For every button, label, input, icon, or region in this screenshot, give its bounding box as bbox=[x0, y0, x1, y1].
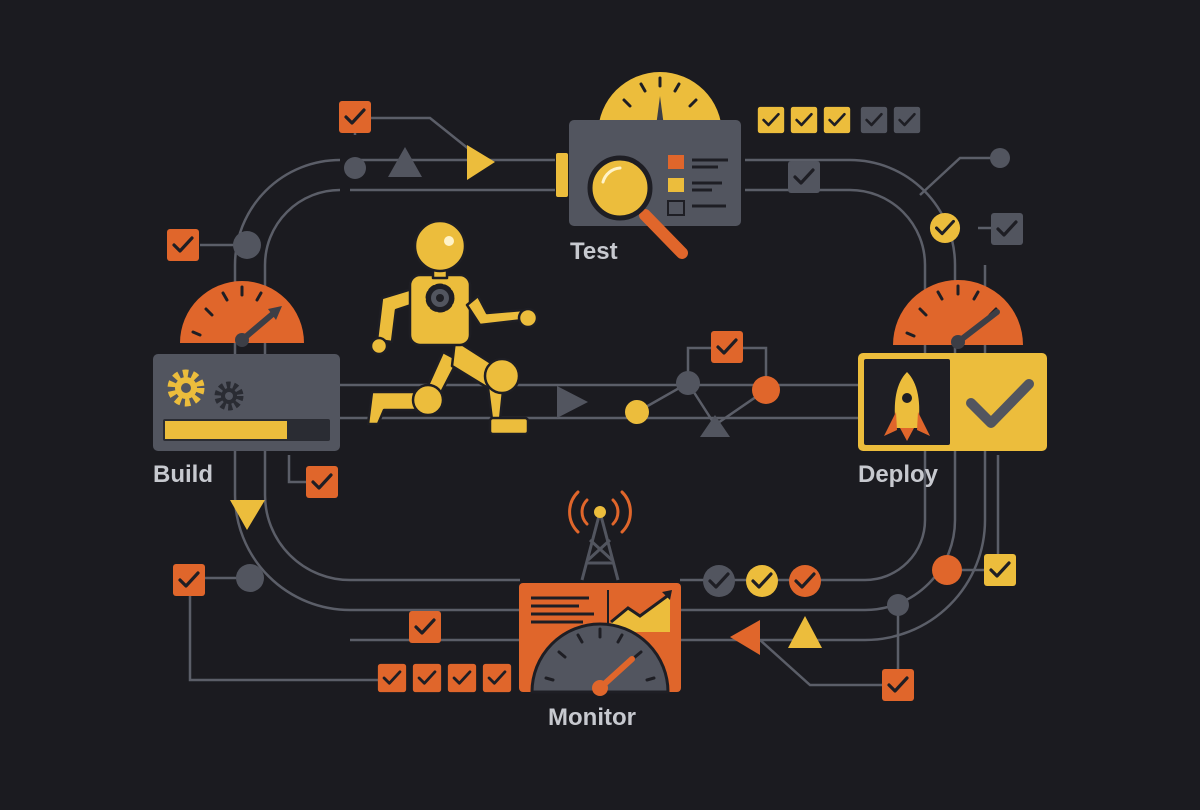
checklist-icon bbox=[667, 155, 728, 216]
deploy-gauge-icon bbox=[893, 280, 1023, 349]
track-node bbox=[233, 231, 261, 259]
build-label: Build bbox=[153, 461, 213, 488]
monitor-label: Monitor bbox=[548, 704, 636, 731]
deploy-stage: Deploy bbox=[858, 280, 1047, 488]
test-label: Test bbox=[570, 238, 618, 265]
check-box-icon bbox=[860, 106, 888, 134]
arrow-down-icon bbox=[700, 415, 730, 437]
arrow-right-icon bbox=[557, 386, 588, 418]
deploy-label: Deploy bbox=[858, 461, 939, 488]
check-circle-icon bbox=[929, 212, 961, 244]
check-box-icon bbox=[447, 663, 477, 693]
check-box-icon bbox=[408, 610, 442, 644]
deploy-check-icon bbox=[966, 379, 1034, 428]
check-box-icon bbox=[482, 663, 512, 693]
arrow-left-icon bbox=[730, 620, 760, 655]
antenna-tip bbox=[594, 506, 606, 518]
monitor-dial-icon bbox=[530, 622, 670, 696]
check-box-icon bbox=[377, 663, 407, 693]
check-box-icon bbox=[990, 212, 1024, 246]
track-node bbox=[236, 564, 264, 592]
arrow-down-icon bbox=[230, 500, 265, 530]
signal-waves-icon bbox=[568, 490, 632, 534]
check-circle-icon bbox=[788, 564, 822, 598]
test-stage: Test bbox=[556, 72, 741, 265]
check-box-icon bbox=[172, 563, 206, 597]
magnifier-icon bbox=[587, 155, 688, 259]
gears-icon bbox=[167, 369, 244, 411]
rocket-icon bbox=[884, 372, 930, 441]
antenna-tower-icon bbox=[580, 511, 620, 581]
check-box-icon bbox=[757, 106, 785, 134]
check-box-icon bbox=[790, 106, 818, 134]
monitor-text-lines bbox=[531, 596, 594, 624]
check-box-icon bbox=[710, 330, 744, 364]
check-box-icon bbox=[338, 100, 372, 134]
cycle-track bbox=[188, 116, 1005, 687]
check-box-icon bbox=[412, 663, 442, 693]
check-box-icon bbox=[881, 668, 915, 702]
check-box-icon bbox=[305, 465, 339, 499]
check-box-icon bbox=[893, 106, 921, 134]
track-node bbox=[676, 371, 700, 395]
build-progress-fill bbox=[165, 421, 287, 439]
check-box-icon bbox=[823, 106, 851, 134]
track-node bbox=[990, 148, 1010, 168]
flow-arrows bbox=[230, 145, 822, 655]
track-node bbox=[625, 400, 649, 424]
track-node bbox=[344, 157, 366, 179]
check-box-icon bbox=[983, 553, 1017, 587]
check-circle-icon bbox=[745, 564, 779, 598]
arrow-triangle-icon bbox=[388, 147, 422, 177]
track-node bbox=[752, 376, 780, 404]
test-connector bbox=[556, 153, 568, 197]
build-stage: Build bbox=[153, 281, 340, 488]
check-box-icon bbox=[166, 228, 200, 262]
robot-runner-icon bbox=[366, 219, 539, 436]
check-box-icon bbox=[787, 160, 821, 194]
arrow-right-icon bbox=[467, 145, 495, 180]
track-node bbox=[932, 555, 962, 585]
check-circle-icon bbox=[702, 564, 736, 598]
track-nodes bbox=[233, 148, 1010, 616]
monitor-stage: Monitor bbox=[519, 490, 681, 731]
track-node bbox=[887, 594, 909, 616]
arrow-up-icon bbox=[788, 616, 822, 648]
build-gauge-icon bbox=[180, 281, 304, 347]
